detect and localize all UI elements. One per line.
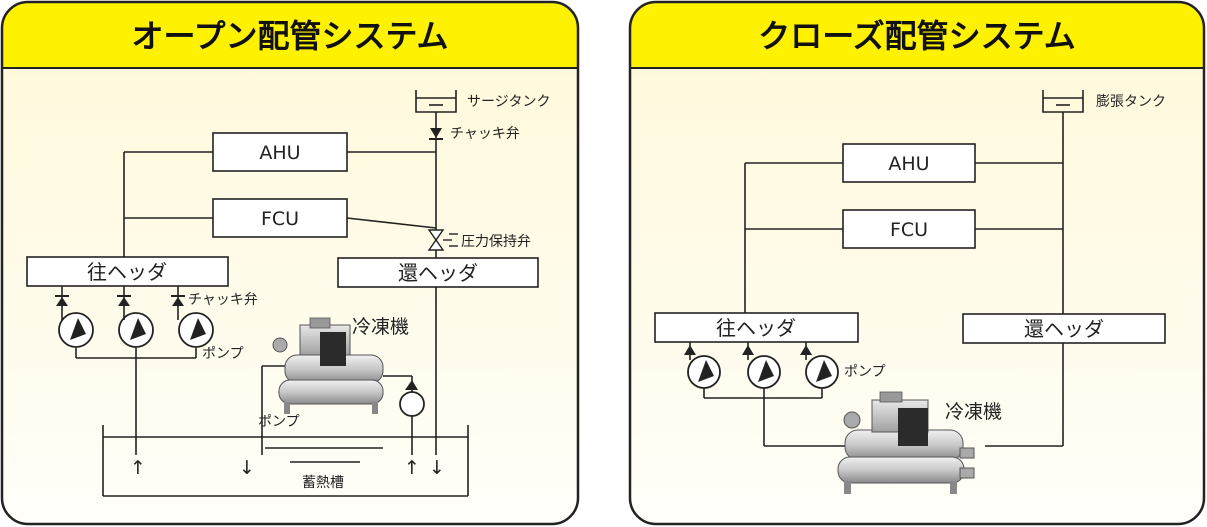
return-header-box: [337, 257, 539, 288]
pump-icon: [800, 345, 839, 389]
chiller-label: 冷凍機: [945, 401, 1002, 423]
surge-tank: サージタンク: [415, 90, 550, 113]
storage-tank: 蓄熱槽 ↑ ↓ ↑ ↓ ポンプ: [102, 414, 469, 497]
flow-arrow-down: ↓: [429, 457, 445, 479]
flow-arrow-up: ↑: [130, 457, 146, 479]
right-panel-title: クローズ配管システム: [758, 17, 1075, 55]
pump-label: ポンプ: [844, 364, 886, 380]
ahu-label: AHU: [259, 142, 300, 164]
fcu-label: FCU: [261, 208, 299, 230]
supply-header-label: 往ヘッダ: [87, 260, 167, 284]
right-panel: クローズ配管システム 膨張タンク: [628, 0, 1206, 526]
ahu-label: AHU: [888, 153, 929, 175]
fcu-label: FCU: [890, 219, 928, 241]
pump-icon: [58, 310, 94, 348]
check-valve-icon: [429, 128, 443, 140]
pump-icon: [399, 380, 425, 417]
flow-arrow-up: ↑: [404, 457, 420, 479]
check-valve-pumps-label: チャッキ弁: [188, 292, 258, 308]
expansion-tank-label: 膨張タンク: [1096, 93, 1166, 110]
fcu-box: [212, 198, 348, 238]
chiller-icon: [837, 391, 975, 494]
pump-icon: [684, 345, 721, 389]
return-header-label: 還ヘッダ: [1024, 317, 1104, 341]
pump-icon: [742, 345, 781, 389]
supply-header-label: 往ヘッダ: [716, 316, 796, 340]
check-valve-top-label: チャッキ弁: [450, 126, 520, 142]
pressure-valve-label: 圧力保持弁: [461, 234, 531, 250]
flow-arrow-down: ↓: [239, 457, 255, 479]
chiller-label: 冷凍機: [352, 316, 409, 338]
left-panel: オープン配管システム: [0, 0, 580, 526]
supply-header-box: [26, 256, 229, 287]
pump-label: ポンプ: [202, 346, 244, 362]
return-header-box: [962, 313, 1166, 344]
pressure-valve-icon: [427, 229, 458, 251]
ahu-box: [212, 132, 348, 172]
return-header-label: 還ヘッダ: [398, 261, 478, 285]
expansion-tank: 膨張タンク: [1042, 90, 1166, 113]
supply-header-box: [654, 312, 859, 343]
check-valve-icon: [55, 295, 185, 306]
chiller-icon: [272, 317, 384, 414]
surge-tank-label: サージタンク: [467, 94, 550, 110]
tank-pump-label: ポンプ: [258, 414, 300, 430]
storage-tank-label: 蓄熱槽: [302, 475, 344, 491]
ahu-box: [842, 143, 976, 183]
fcu-box: [842, 209, 976, 249]
pump-icon: [118, 310, 154, 348]
left-panel-title: オープン配管システム: [131, 17, 448, 55]
pump-icon: [177, 310, 214, 348]
